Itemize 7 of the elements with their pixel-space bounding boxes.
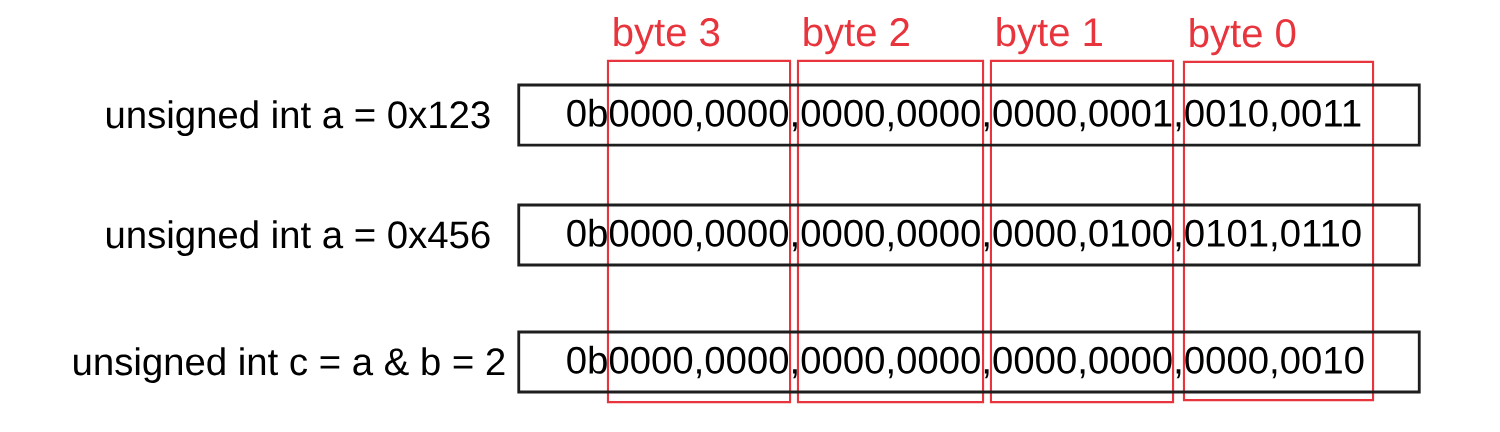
variable-label: unsigned int a = 0x456 <box>107 220 490 256</box>
node-label: byte 3 <box>614 16 720 55</box>
node-label: byte 1 <box>997 16 1102 55</box>
variable-label: unsigned int a = 0x123 <box>107 100 490 136</box>
variable-label: unsigned int c = a & b = 2 <box>74 347 505 383</box>
node-label: byte 2 <box>804 16 909 55</box>
node-label: byte 0 <box>1190 17 1296 56</box>
